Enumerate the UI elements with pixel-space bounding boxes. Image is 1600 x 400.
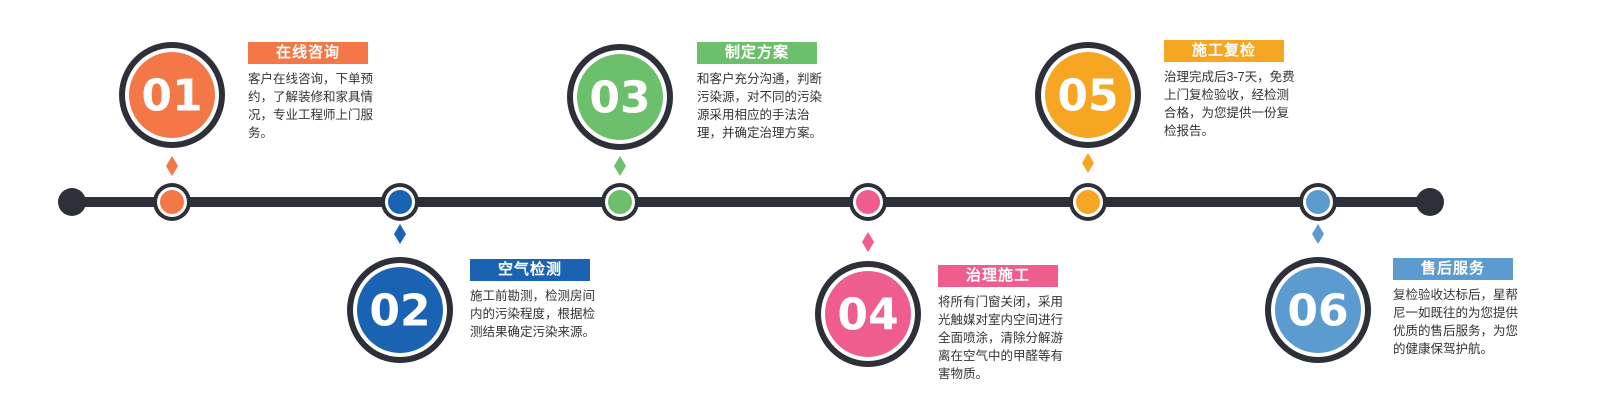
step-2-badge-fill bbox=[357, 267, 443, 353]
step-2-node-dot bbox=[388, 190, 412, 214]
step-4-text: 将所有门窗关闭，采用光触媒对室内空间进行全面喷涂，清除分解游离在空气中的甲醛等有… bbox=[938, 295, 1064, 381]
step-5-diamond bbox=[1082, 153, 1094, 173]
step-3-badge-fill bbox=[577, 54, 663, 140]
step-4-title: 治理施工 bbox=[938, 265, 1058, 287]
timeline-start-dot bbox=[58, 188, 86, 216]
step-2-text: 施工前勘测，检测房间内的污染程度，根据检测结果确定污染来源。 bbox=[470, 289, 596, 339]
step-3-node-dot bbox=[608, 190, 632, 214]
step-4-node-dot bbox=[856, 190, 880, 214]
step-1-text: 客户在线咨询，下单预约，了解装修和家具情况，专业工程师上门服务。 bbox=[248, 72, 374, 140]
step-5-description: 施工复检治理完成后3-7天，免费上门复检验收，经检测合格，为您提供一份复检报告。 bbox=[1164, 40, 1299, 140]
step-5-number: 05 bbox=[1057, 71, 1118, 122]
step-5-badge-fill bbox=[1045, 52, 1131, 138]
step-4-badge-fill bbox=[825, 271, 911, 357]
step-6-node-dot bbox=[1306, 190, 1330, 214]
timeline-end-dot bbox=[1416, 188, 1444, 216]
step-3-title: 制定方案 bbox=[697, 42, 817, 64]
step-1-diamond bbox=[166, 156, 178, 176]
step-1-number: 01 bbox=[141, 71, 202, 122]
step-4: 04 bbox=[815, 183, 921, 367]
step-1-description: 在线咨询客户在线咨询，下单预约，了解装修和家具情况，专业工程师上门服务。 bbox=[248, 42, 383, 142]
step-2-title: 空气检测 bbox=[470, 259, 590, 281]
step-3-diamond bbox=[614, 156, 626, 176]
step-6-number: 06 bbox=[1287, 286, 1348, 337]
step-1-node-dot bbox=[160, 190, 184, 214]
step-1-title: 在线咨询 bbox=[248, 42, 368, 64]
step-6-diamond bbox=[1312, 224, 1324, 244]
step-2: 02 bbox=[347, 183, 453, 363]
step-3-number: 03 bbox=[589, 73, 650, 124]
step-5-text: 治理完成后3-7天，免费上门复检验收，经检测合格，为您提供一份复检报告。 bbox=[1164, 70, 1295, 138]
step-4-diamond bbox=[862, 232, 874, 252]
step-2-diamond bbox=[394, 224, 406, 244]
step-5-title: 施工复检 bbox=[1164, 40, 1284, 62]
step-3-text: 和客户充分沟通，判断污染源，对不同的污染源采用相应的手法治理，并确定治理方案。 bbox=[697, 72, 823, 140]
step-4-description: 治理施工将所有门窗关闭，采用光触媒对室内空间进行全面喷涂，清除分解游离在空气中的… bbox=[938, 265, 1073, 383]
step-1: 01 bbox=[119, 42, 225, 221]
step-6-title: 售后服务 bbox=[1393, 258, 1513, 280]
step-1-badge-fill bbox=[129, 52, 215, 138]
step-6-text: 复检验收达标后，星帮尼一如既往的为您提供优质的售后服务，为您的健康保驾护航。 bbox=[1393, 288, 1519, 356]
step-4-number: 04 bbox=[837, 290, 898, 341]
step-2-number: 02 bbox=[369, 286, 430, 337]
step-5: 05 bbox=[1035, 42, 1141, 221]
step-6: 06 bbox=[1265, 183, 1371, 363]
step-6-badge-fill bbox=[1275, 267, 1361, 353]
step-6-description: 售后服务复检验收达标后，星帮尼一如既往的为您提供优质的售后服务，为您的健康保驾护… bbox=[1393, 258, 1528, 358]
step-5-node-dot bbox=[1076, 190, 1100, 214]
step-3-description: 制定方案和客户充分沟通，判断污染源，对不同的污染源采用相应的手法治理，并确定治理… bbox=[697, 42, 832, 142]
step-2-description: 空气检测施工前勘测，检测房间内的污染程度，根据检测结果确定污染来源。 bbox=[470, 259, 605, 341]
step-3: 03 bbox=[567, 44, 673, 221]
